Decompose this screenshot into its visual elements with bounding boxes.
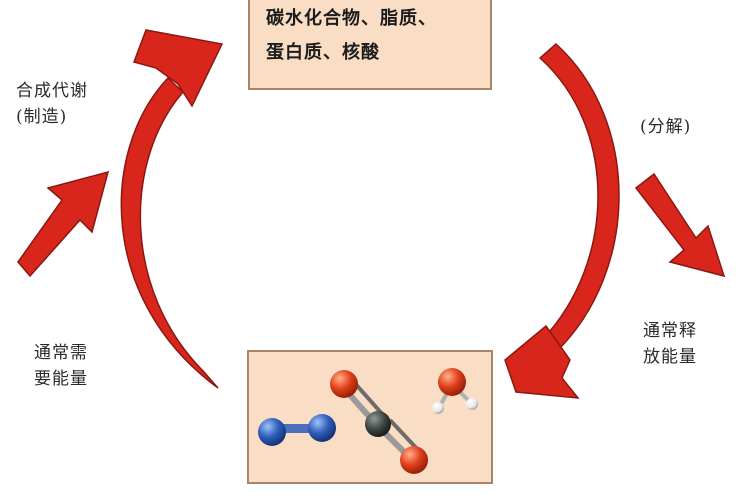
energy-released-line-2: 放能量	[643, 347, 697, 367]
macromolecules-line-2: 蛋白质、核酸	[266, 42, 380, 63]
carbon-atom	[365, 411, 391, 437]
decomposition-label: (分解)	[640, 117, 692, 137]
synthesis-arrow	[120, 29, 224, 389]
nitrogen-atom	[258, 418, 286, 446]
macromolecules-box: 碳水化合物、脂质、 蛋白质、核酸	[248, 0, 492, 90]
oxygen-atom	[438, 368, 466, 396]
energy-input-arrow	[17, 170, 110, 278]
energy-required-line-2: 要能量	[34, 369, 88, 389]
decomposition-arrow	[504, 42, 620, 399]
energy-required-line-1: 通常需	[34, 343, 88, 363]
carbon-dioxide-molecule	[330, 370, 428, 474]
energy-release-arrow	[634, 172, 726, 278]
synthesis-label-line-2: (制造)	[16, 107, 68, 127]
synthesis-label-line-1: 合成代谢	[16, 81, 88, 101]
water-molecule	[432, 368, 478, 414]
nitrogen-molecule	[258, 414, 336, 446]
nitrogen-atom	[308, 414, 336, 442]
oxygen-atom	[330, 370, 358, 398]
hydrogen-atom	[466, 398, 478, 410]
energy-released-line-1: 通常释	[643, 321, 697, 341]
energy-released-label: 通常释 放能量	[643, 318, 697, 370]
hydrogen-atom	[432, 402, 444, 414]
macromolecules-line-1: 碳水化合物、脂质、	[266, 8, 437, 29]
oxygen-atom	[400, 446, 428, 474]
synthesis-label: 合成代谢 (制造)	[16, 78, 88, 130]
energy-required-label: 通常需 要能量	[34, 340, 88, 392]
